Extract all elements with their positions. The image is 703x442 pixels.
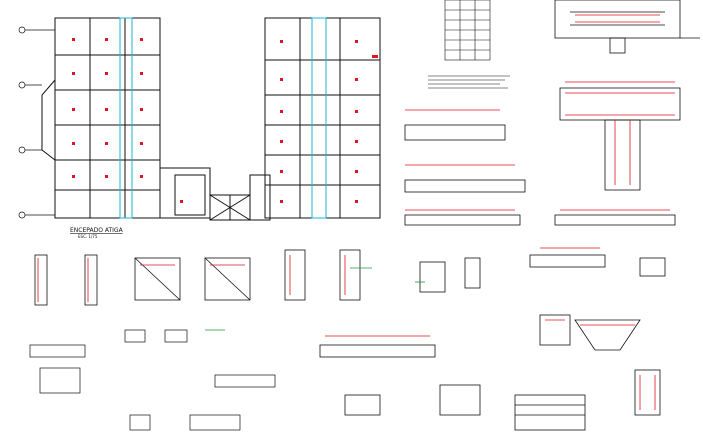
foundation-plan-left — [41, 17, 251, 221]
foundation-plan-center — [249, 17, 381, 221]
rebar-schedule-table — [444, 0, 491, 61]
plan-center-rebar-marks — [280, 40, 378, 203]
section-top-right — [554, 0, 700, 54]
title-block — [514, 394, 586, 431]
t-beam-rebar — [565, 81, 675, 185]
plan-title: ENCEPADO ATIGA — [70, 227, 124, 234]
plan-scale: ESC. 1/75 — [78, 234, 98, 239]
section-top-right-rebar — [575, 14, 660, 23]
footing-rebar — [545, 319, 656, 410]
footing-details — [344, 314, 661, 416]
beam-elevations — [319, 124, 676, 358]
green-annotations — [205, 267, 425, 331]
small-details-lower — [29, 329, 276, 431]
grid-axis-markers — [18, 26, 55, 219]
t-beam-section — [559, 87, 681, 191]
column-detail-rebar — [37, 255, 346, 302]
beam-elevation-rebar — [325, 109, 670, 337]
plan-left-rebar-marks — [72, 38, 183, 203]
column-details — [34, 249, 666, 306]
schedule-notes — [428, 75, 510, 89]
